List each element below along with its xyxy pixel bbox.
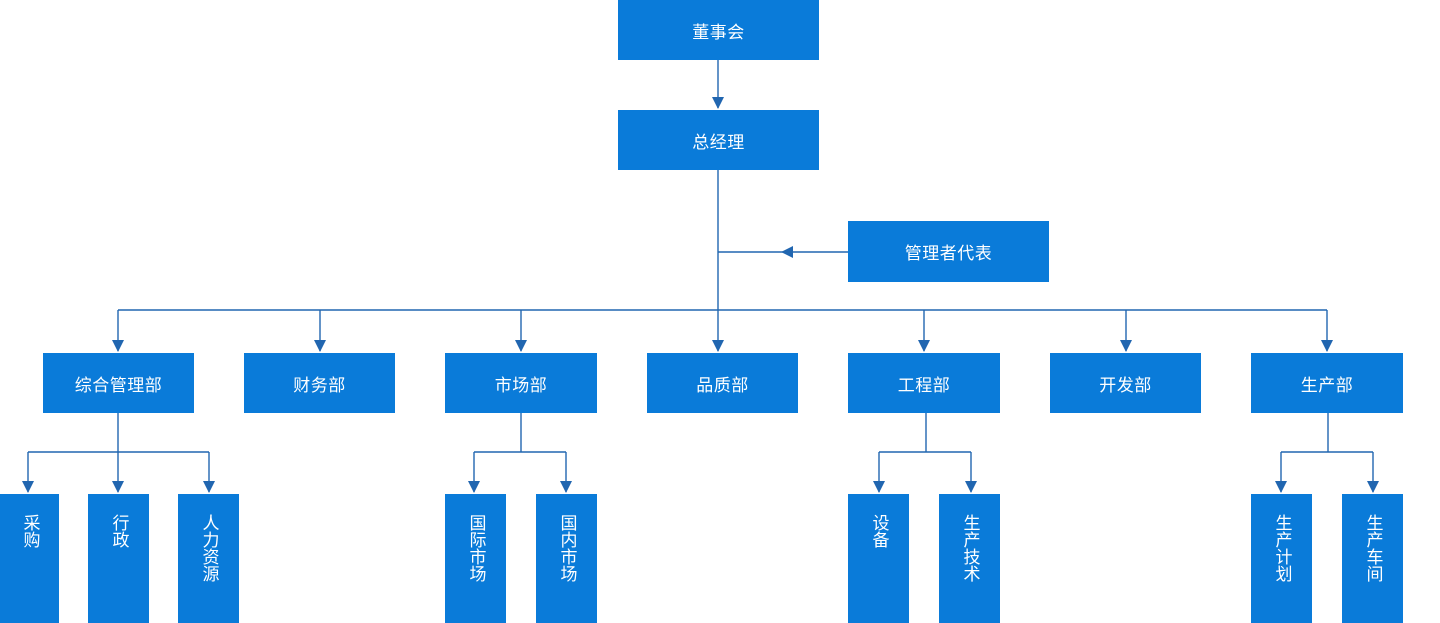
dept-development-label: 开发部 xyxy=(1099,375,1152,396)
dept-market-label: 市场部 xyxy=(494,375,548,396)
dept-general-management-label: 综合管理部 xyxy=(74,375,163,396)
node-board[interactable]: 董事会 xyxy=(618,0,819,60)
dept-quality-label: 品质部 xyxy=(696,375,749,396)
node-dept-market[interactable]: 市场部 xyxy=(445,353,597,413)
node-purchasing-label: 采购 xyxy=(19,514,40,548)
node-domestic-market-label: 国内市场 xyxy=(556,514,577,582)
node-dept-finance[interactable]: 财务部 xyxy=(244,353,395,413)
dept-engineering-label: 工程部 xyxy=(897,375,951,396)
node-management-representative[interactable]: 管理者代表 xyxy=(848,221,1049,282)
node-international-market-label: 国际市场 xyxy=(465,514,486,582)
node-human-resources-label: 人力资源 xyxy=(198,514,219,582)
node-administration-label: 行政 xyxy=(108,514,129,548)
node-board-label: 董事会 xyxy=(692,22,745,43)
node-production-technology[interactable]: 生产技术 xyxy=(939,494,1000,623)
node-dept-quality[interactable]: 品质部 xyxy=(647,353,798,413)
node-production-planning[interactable]: 生产计划 xyxy=(1251,494,1312,623)
node-equipment-label: 设备 xyxy=(868,514,889,548)
node-production-planning-label: 生产计划 xyxy=(1271,514,1292,582)
dept-production-label: 生产部 xyxy=(1300,375,1354,396)
node-dept-engineering[interactable]: 工程部 xyxy=(848,353,1000,413)
node-general-manager[interactable]: 总经理 xyxy=(618,110,819,170)
node-production-workshop-label: 生产车间 xyxy=(1362,514,1383,582)
node-general-manager-label: 总经理 xyxy=(692,132,745,153)
dept-finance-label: 财务部 xyxy=(293,375,346,396)
node-human-resources[interactable]: 人力资源 xyxy=(178,494,239,623)
node-equipment[interactable]: 设备 xyxy=(848,494,909,623)
node-dept-production[interactable]: 生产部 xyxy=(1251,353,1403,413)
node-international-market[interactable]: 国际市场 xyxy=(445,494,506,623)
node-production-workshop[interactable]: 生产车间 xyxy=(1342,494,1403,623)
node-administration[interactable]: 行政 xyxy=(88,494,149,623)
node-management-representative-label: 管理者代表 xyxy=(904,244,993,264)
node-purchasing[interactable]: 采购 xyxy=(0,494,59,623)
node-dept-development[interactable]: 开发部 xyxy=(1050,353,1201,413)
node-dept-general-management[interactable]: 综合管理部 xyxy=(43,353,194,413)
node-production-technology-label: 生产技术 xyxy=(959,514,980,582)
node-domestic-market[interactable]: 国内市场 xyxy=(536,494,597,623)
